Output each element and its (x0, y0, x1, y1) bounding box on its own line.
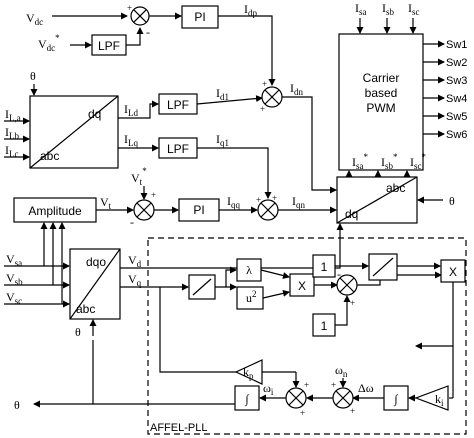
carrier-pwm-block (338, 33, 424, 171)
dw-label: Δω (358, 381, 374, 395)
vq-kp-wire (159, 287, 236, 373)
svg-text:+: + (304, 380, 309, 390)
isb-top-label: Isb (382, 1, 395, 17)
ilb-label: ILb (5, 125, 19, 141)
vsc-label: Vsc (6, 290, 22, 306)
ild-label: ILd (124, 102, 138, 118)
sw1-label: Sw1 (446, 39, 467, 51)
id1-label: Id1 (216, 86, 229, 102)
abc-text-2: abc (386, 181, 405, 195)
idp-wire (218, 15, 276, 86)
svg-text:-: - (337, 267, 341, 281)
isa-ref-label: Isa* (352, 152, 369, 171)
iq1-wire (197, 147, 272, 199)
pwm-text-2: based (365, 86, 398, 100)
abc-text-1: abc (40, 149, 59, 163)
vdc-star-label: Vdc* (38, 33, 60, 53)
abc-text-3: abc (76, 302, 95, 316)
pll-label: AFFEL-PLL (150, 422, 207, 434)
lambda-label: λ (246, 263, 252, 277)
lpf-block-q-label: LPF (167, 142, 189, 156)
svg-text:+: + (272, 193, 277, 203)
integrator-label-2: ∫ (244, 392, 249, 406)
svg-text:+: + (262, 79, 267, 89)
pll-boundary (147, 237, 467, 435)
pwm-text-1: Carrier (363, 71, 400, 85)
idn-label: Idn (290, 81, 304, 97)
kp-label: kp (243, 365, 254, 381)
theta-label-3: θ (75, 325, 81, 339)
ki-label: ki (435, 392, 444, 408)
wn-label: ωn (335, 363, 348, 379)
ki-gain (414, 385, 449, 411)
mult-label-1: X (298, 279, 306, 293)
vd-wire (120, 226, 341, 269)
switch-outputs: Sw1 Sw2 Sw3 Sw4 Sw5 Sw6 (423, 39, 467, 141)
mult-label-2: X (449, 265, 457, 279)
lpf-block-d-label: LPF (167, 98, 189, 112)
wi-label: ωi (263, 381, 274, 397)
vdc-label: Vdc (26, 11, 43, 27)
integrator-block-2 (234, 385, 260, 411)
one-label-1: 1 (321, 319, 328, 333)
pi-block-dc-label: PI (194, 10, 205, 24)
lpf-dc-out-wire (126, 27, 144, 46)
pi-block-vt-label: PI (193, 203, 204, 217)
vq-label: Vq (128, 272, 142, 288)
iqq-label: Iqq (227, 194, 241, 210)
ilq-label: ILq (124, 132, 138, 148)
pwm-text-3: PWM (366, 101, 395, 115)
iq1-label: Iq1 (216, 132, 229, 148)
sw4-label: Sw4 (446, 93, 467, 105)
vt-star-label: Vt* (131, 166, 147, 187)
sign-dc-minus: - (146, 25, 150, 39)
square-label: u2 (246, 289, 257, 305)
theta-label-2: θ (449, 194, 455, 208)
sw3-label: Sw3 (446, 75, 467, 87)
sw2-label: Sw2 (446, 57, 467, 69)
vsa-label: Vsa (6, 252, 22, 268)
integrator-block-1 (383, 385, 409, 411)
isb-ref-label: Isb* (381, 152, 398, 171)
vsb-label: Vsb (6, 271, 23, 287)
theta-label-1: θ (30, 69, 36, 83)
one-label-2: 1 (321, 260, 328, 274)
idn-wire (282, 96, 337, 194)
svg-text:+: + (151, 190, 156, 200)
vt-label: Vt (100, 195, 112, 211)
svg-text:+: + (300, 408, 305, 418)
svg-text:-: - (130, 215, 134, 229)
svg-text:+: + (260, 104, 265, 114)
vd-label: Vd (128, 253, 142, 269)
sw6-label: Sw6 (446, 129, 467, 141)
svg-text:+: + (350, 406, 355, 416)
ila-label: IL,a (5, 107, 21, 123)
amplitude-label: Amplitude (28, 204, 82, 218)
id1-wire (196, 95, 263, 105)
dq-text-1: dq (88, 107, 101, 121)
iqn-label: Iqn (292, 194, 306, 210)
idp-label: Idp (244, 2, 258, 18)
isc-top-label: Isc (408, 1, 420, 17)
dq-text-2: dq (345, 207, 358, 221)
ild-wire (118, 100, 159, 119)
ilc-label: ILc (5, 143, 19, 159)
svg-text:+: + (331, 380, 336, 390)
dqo-text: dqo (86, 255, 106, 269)
theta-out-label: θ (14, 398, 20, 412)
svg-text:+: + (256, 195, 261, 205)
lpf-block-dc-label: LPF (98, 39, 120, 53)
isc-ref-label: Isc* (410, 152, 427, 171)
svg-text:+: + (350, 298, 355, 308)
pi-block-dc (181, 5, 219, 29)
isa-top-label: Isa (355, 1, 367, 17)
integrator-label-1: ∫ (393, 392, 398, 406)
sw5-label: Sw5 (446, 111, 467, 123)
sign-dc-plus: + (127, 3, 132, 13)
